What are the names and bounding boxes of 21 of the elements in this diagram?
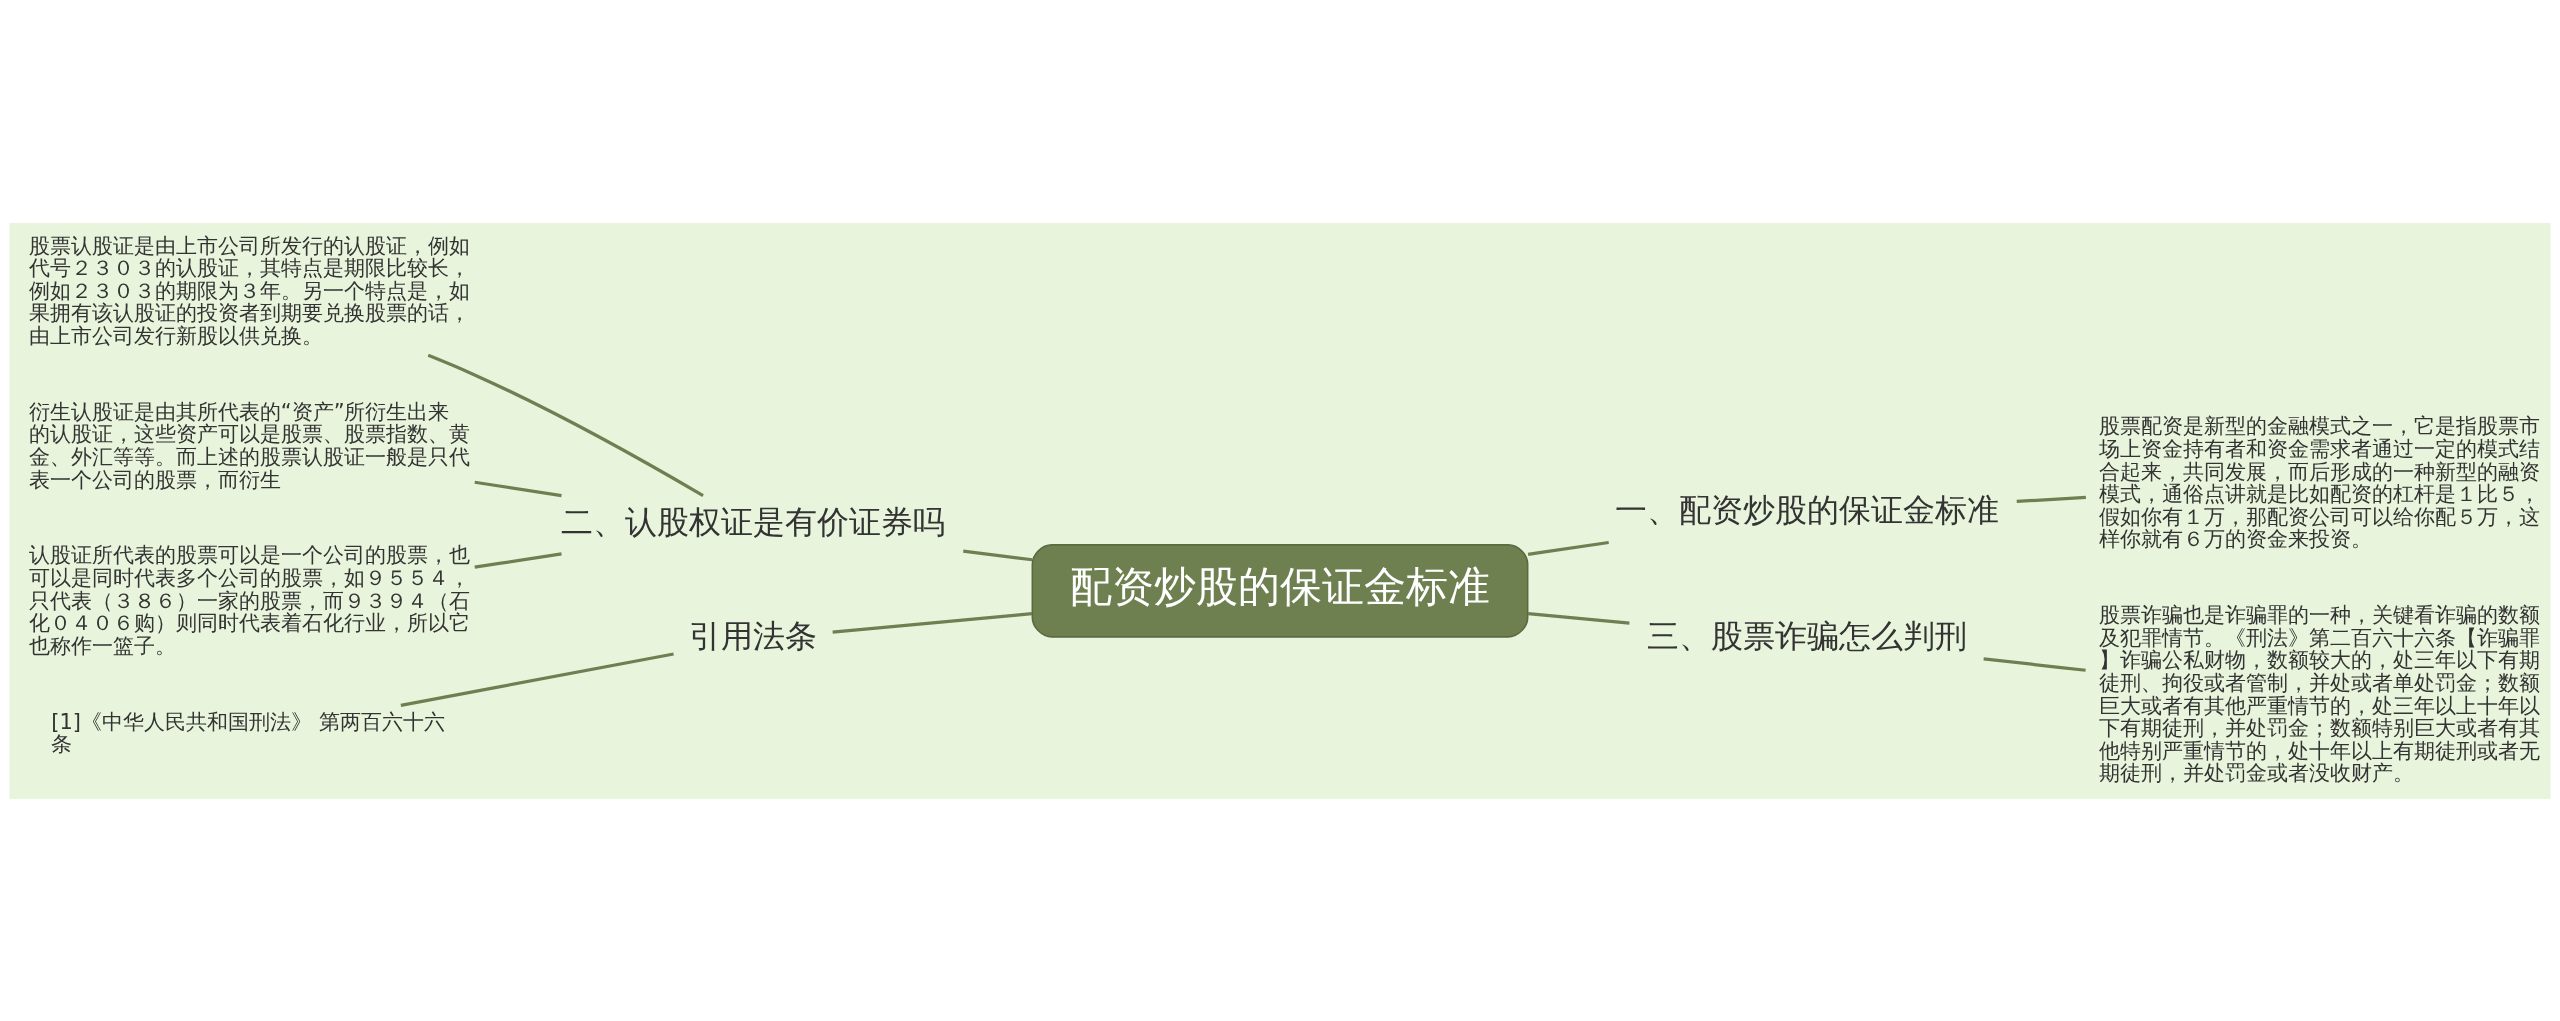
connector: [2016, 495, 2086, 503]
node-text: 股票配资是新型的金融模式之一，它是指股票市场上资金持有者和资金需求者通过一定的模式结合起来，共同发展，而后形成的一种新型的融资模式，通俗点讲就是比如配资的杠杆是１比５，假如你有１万，那配资公司可以给你配５万，这样你就有６万的资金来投资。: [2098, 413, 2540, 551]
node-text: 股票诈骗也是诈骗罪的一种，关键看诈骗的数额及犯罪情节。《刑法》第二百六十六条【诈骗罪】诈骗公私财物，数额较大的，处三年以下有期徒刑、拘役或者管制，并处或者单处罚金；数额巨大或者有其他严重情节的，处三年以上十年以下有期徒刑，并处罚金；数额特别巨大或者有其他特别严重情节的，处十年以上有期徒刑或者无期徒刑，并处罚金或者没收财产。: [2098, 602, 2540, 785]
connector: [832, 611, 1033, 634]
node-text: 引用法条: [689, 616, 818, 655]
connector: [1983, 656, 2086, 672]
node-text: 认股证所代表的股票可以是一个公司的股票，也可以是同时代表多个公司的股票，如９５５４，只代表（３８６）一家的股票，而９３９４（石化０４０６购）则同时代表着石化行业，所以它也称作一篮子。: [28, 542, 470, 658]
connector: [400, 651, 674, 707]
connector: [474, 480, 562, 497]
connector: [963, 548, 1033, 561]
connector: [427, 353, 704, 497]
node-text: 衍生认股证是由其所代表的“资产”所衍生出来的认股证，这些资产可以是股票、股票指数、黄金、外汇等等。而上述的股票认股证一般是只代表一个公司的股票，而衍生: [28, 399, 470, 492]
node-text: 股票认股证是由上市公司所发行的认股证，例如代号２３０３的认股证，其特点是期限比较长，例如２３０３的期限为３年。另一个特点是，如果拥有该认股证的投资者到期要兑换股票的话，由上市公司发行新股以供兑换。: [28, 233, 470, 348]
connector: [1527, 540, 1609, 556]
connector: [1527, 611, 1630, 625]
node-box: 配资炒股的保证金标准: [1031, 543, 1529, 638]
node-text: [1]《中华人民共和国刑法》 第两百六十六条: [51, 709, 445, 756]
node-text: 二、认股权证是有价证券吗: [561, 502, 946, 541]
connector: [474, 551, 562, 569]
node-text: 一、配资炒股的保证金标准: [1614, 490, 1999, 529]
node-text: 三、股票诈骗怎么判刑: [1646, 616, 1967, 655]
